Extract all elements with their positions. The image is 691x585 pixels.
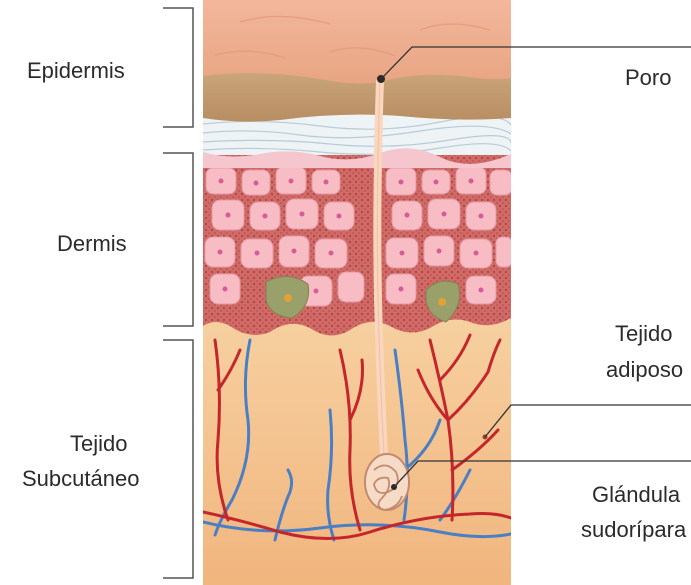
- dermis-bracket: [163, 153, 193, 326]
- dermis-label: Dermis: [57, 230, 127, 257]
- subcutaneous-label-line2: Subcutáneo: [22, 465, 139, 492]
- epidermis-label: Epidermis: [27, 57, 125, 84]
- epidermis-bracket: [163, 8, 193, 127]
- adipose-leader: [485, 405, 691, 437]
- adipose-label-line1: Tejido: [615, 320, 672, 347]
- gland-label-line2: sudorípara: [581, 516, 686, 543]
- pore-label: Poro: [625, 64, 671, 91]
- skin-surface: [203, 0, 511, 84]
- gland-label-line1: Glándula: [592, 481, 680, 508]
- subcutaneous-label-line1: Tejido: [70, 430, 127, 457]
- adipose-label-line2: adiposo: [606, 356, 683, 383]
- sweat-gland-coil: [365, 454, 409, 510]
- left-brackets: [163, 8, 193, 578]
- subcutaneous-bracket: [163, 340, 193, 578]
